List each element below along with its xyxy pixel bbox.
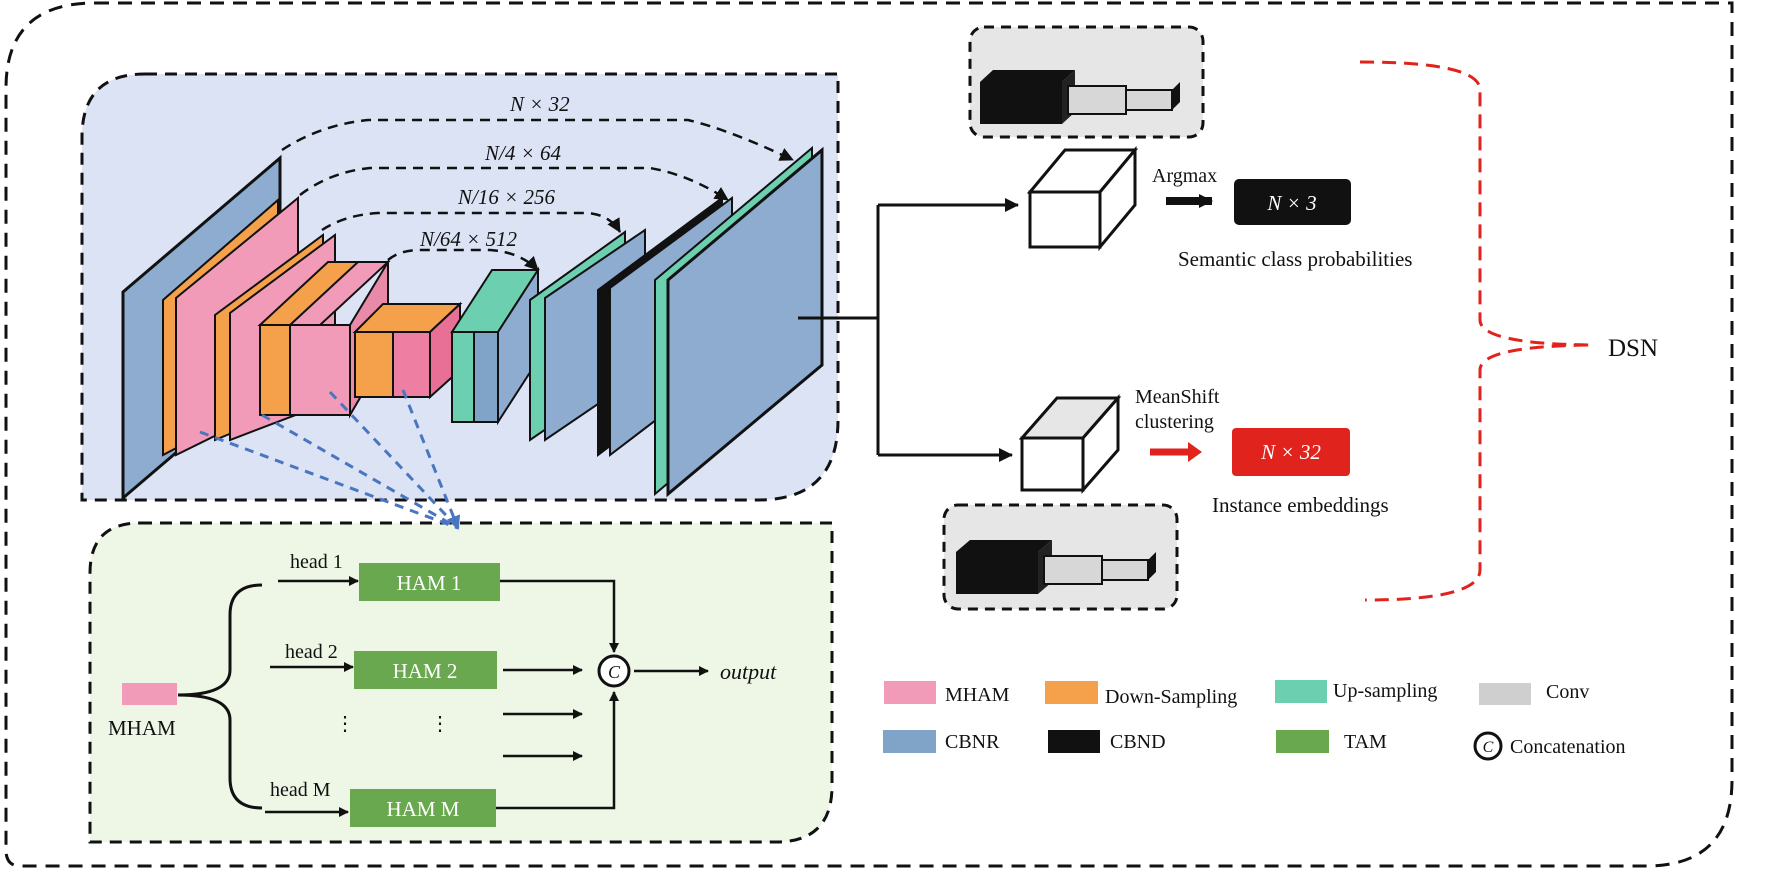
- cbnr-slab-up-1: [473, 331, 499, 423]
- up-sampling-slab-1: [451, 331, 475, 423]
- legend-swatch-cbnr: [883, 730, 936, 753]
- ham-box-2-label: HAM 2: [393, 659, 458, 683]
- legend-swatch-cbnd: [1048, 730, 1100, 753]
- mham-input-label: MHAM: [108, 716, 176, 740]
- mham-split-brace: [177, 583, 263, 810]
- ellipsis-left: ⋮: [335, 713, 355, 735]
- legend-swatch-up-sampling: [1275, 680, 1327, 703]
- legend-concat-symbol: C: [1483, 739, 1494, 756]
- concat-symbol: C: [608, 662, 621, 682]
- meanshift-label-line1: MeanShift: [1135, 386, 1220, 408]
- legend-swatch-tam: [1276, 730, 1329, 753]
- argmax-label: Argmax: [1152, 165, 1217, 187]
- dsn-label: DSN: [1608, 335, 1658, 362]
- skip-arrow-1: [281, 118, 794, 162]
- encoder-decoder-network: [121, 145, 824, 502]
- legend-label-mham: MHAM: [945, 684, 1010, 706]
- semantic-output-label: N × 3: [1266, 191, 1316, 215]
- instance-output-label: N × 32: [1260, 440, 1321, 464]
- legend-label-down-sampling: Down-Sampling: [1105, 686, 1237, 708]
- ham-box-2: [354, 651, 497, 689]
- head-label-2: head 2: [285, 641, 338, 663]
- ham-box-m-label: HAM M: [387, 797, 460, 821]
- legend-swatch-down-sampling: [1045, 681, 1098, 704]
- semantic-caption: Semantic class probabilities: [1178, 247, 1412, 271]
- ham-box-m: [350, 789, 496, 827]
- concat-circle: [597, 654, 631, 688]
- skip-arrow-3: [321, 211, 622, 233]
- instance-conv-head: [1018, 394, 1122, 494]
- mham-output-label: output: [720, 659, 777, 684]
- skip-connections: [281, 118, 794, 271]
- dsn-brace: [1359, 60, 1593, 602]
- ellipsis-right: ⋮: [430, 713, 450, 735]
- skip-arrow-4: [387, 248, 539, 271]
- bottleneck-down: [354, 331, 394, 398]
- legend: MHAM Down-Sampling Up-sampling Conv CBNR…: [883, 680, 1626, 761]
- ham-to-concat-arrows: [496, 579, 709, 810]
- legend-swatch-conv: [1479, 683, 1531, 705]
- meanshift-label-line2: clustering: [1135, 411, 1214, 433]
- legend-label-tam: TAM: [1344, 731, 1387, 753]
- legend-label-conv: Conv: [1546, 681, 1589, 703]
- skip-label-1: N × 32: [509, 92, 570, 116]
- branch-connector: [798, 198, 1019, 462]
- skip-label-2: N/4 × 64: [484, 141, 562, 165]
- skip-label-3: N/16 × 256: [457, 185, 556, 209]
- head-label-m: head M: [270, 779, 331, 801]
- legend-label-cbnd: CBND: [1110, 731, 1166, 753]
- legend-concat-icon: [1473, 731, 1503, 761]
- legend-label-concatenation: Concatenation: [1510, 736, 1626, 758]
- legend-swatch-mham: [884, 681, 936, 704]
- mham-detail-links: [199, 389, 461, 530]
- semantic-output-box: [1234, 179, 1351, 225]
- legend-label-cbnr: CBNR: [945, 731, 1000, 753]
- mham-input-block: [122, 683, 177, 705]
- down-sampling-slab-3: [259, 324, 291, 416]
- head-label-1: head 1: [290, 551, 343, 573]
- ham-box-1: [359, 563, 500, 601]
- skip-label-4: N/64 × 512: [419, 227, 518, 251]
- semantic-conv-detail: [968, 25, 1205, 139]
- semantic-conv-head: [1026, 145, 1139, 252]
- bottleneck-mham: [392, 331, 431, 398]
- legend-label-up-sampling: Up-sampling: [1333, 680, 1437, 702]
- instance-output-box: [1232, 428, 1350, 476]
- head-arrows: [265, 576, 359, 817]
- mham-slab-3: [289, 324, 351, 416]
- dsn-outer-frame: [4, 1, 1734, 868]
- meanshift-arrowhead: [1188, 442, 1202, 462]
- ham-box-1-label: HAM 1: [397, 571, 462, 595]
- instance-caption: Instance embeddings: [1212, 493, 1389, 517]
- instance-conv-detail: [942, 503, 1179, 611]
- final-cbnr-slab: [666, 146, 824, 498]
- skip-arrow-2: [299, 166, 729, 202]
